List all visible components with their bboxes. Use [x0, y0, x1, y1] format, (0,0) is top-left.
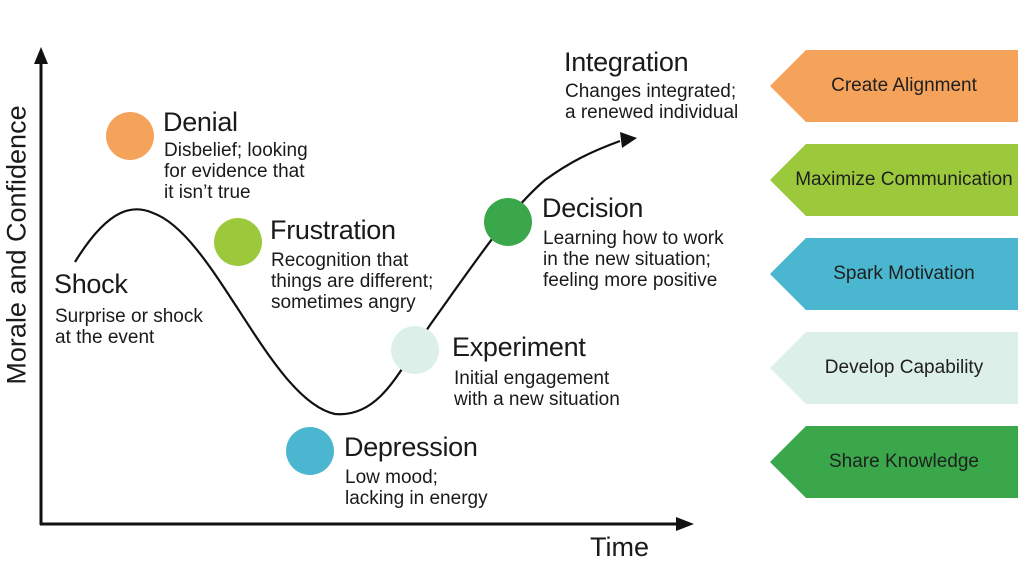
- depression-description: Low mood; lacking in energy: [345, 467, 488, 509]
- action-label: Develop Capability: [824, 357, 984, 378]
- x-axis-arrowhead: [676, 517, 694, 531]
- action-label: Maximize Communication: [795, 169, 1013, 190]
- y-axis-arrowhead: [34, 47, 48, 64]
- x-axis-label: Time: [590, 532, 649, 562]
- frustration-dot: [214, 218, 262, 266]
- frustration-description: Recognition that things are different; s…: [271, 250, 434, 313]
- depression-dot: [286, 427, 334, 475]
- y-axis-label: Morale and Confidence: [1, 105, 32, 385]
- shock-title: Shock: [54, 269, 128, 299]
- integration-description: Changes integrated; a renewed individual: [565, 81, 739, 123]
- action-spark-motivation: Spark Motivation: [770, 238, 1018, 310]
- action-develop-capability: Develop Capability: [770, 332, 1018, 404]
- integration-title: Integration: [564, 47, 689, 77]
- action-share-knowledge: Share Knowledge: [770, 426, 1018, 498]
- decision-dot: [484, 198, 532, 246]
- experiment-description: Initial engagement with a new situation: [454, 368, 620, 410]
- change-curve: [74, 139, 621, 416]
- decision-description: Learning how to work in the new situatio…: [543, 228, 724, 291]
- action-maximize-communication: Maximize Communication: [770, 144, 1018, 216]
- experiment-dot: [391, 326, 439, 374]
- denial-description: Disbelief; looking for evidence that it …: [164, 140, 308, 203]
- frustration-title: Frustration: [270, 215, 396, 245]
- action-label: Share Knowledge: [829, 451, 979, 472]
- action-label: Create Alignment: [831, 75, 977, 96]
- decision-title: Decision: [542, 193, 644, 223]
- action-create-alignment: Create Alignment: [770, 50, 1018, 122]
- denial-title: Denial: [163, 107, 238, 137]
- shock-description: Surprise or shock at the event: [55, 306, 203, 348]
- depression-title: Depression: [344, 432, 478, 462]
- denial-dot: [106, 112, 154, 160]
- curve-arrowhead: [620, 132, 637, 148]
- experiment-title: Experiment: [452, 332, 586, 362]
- action-label: Spark Motivation: [833, 263, 975, 284]
